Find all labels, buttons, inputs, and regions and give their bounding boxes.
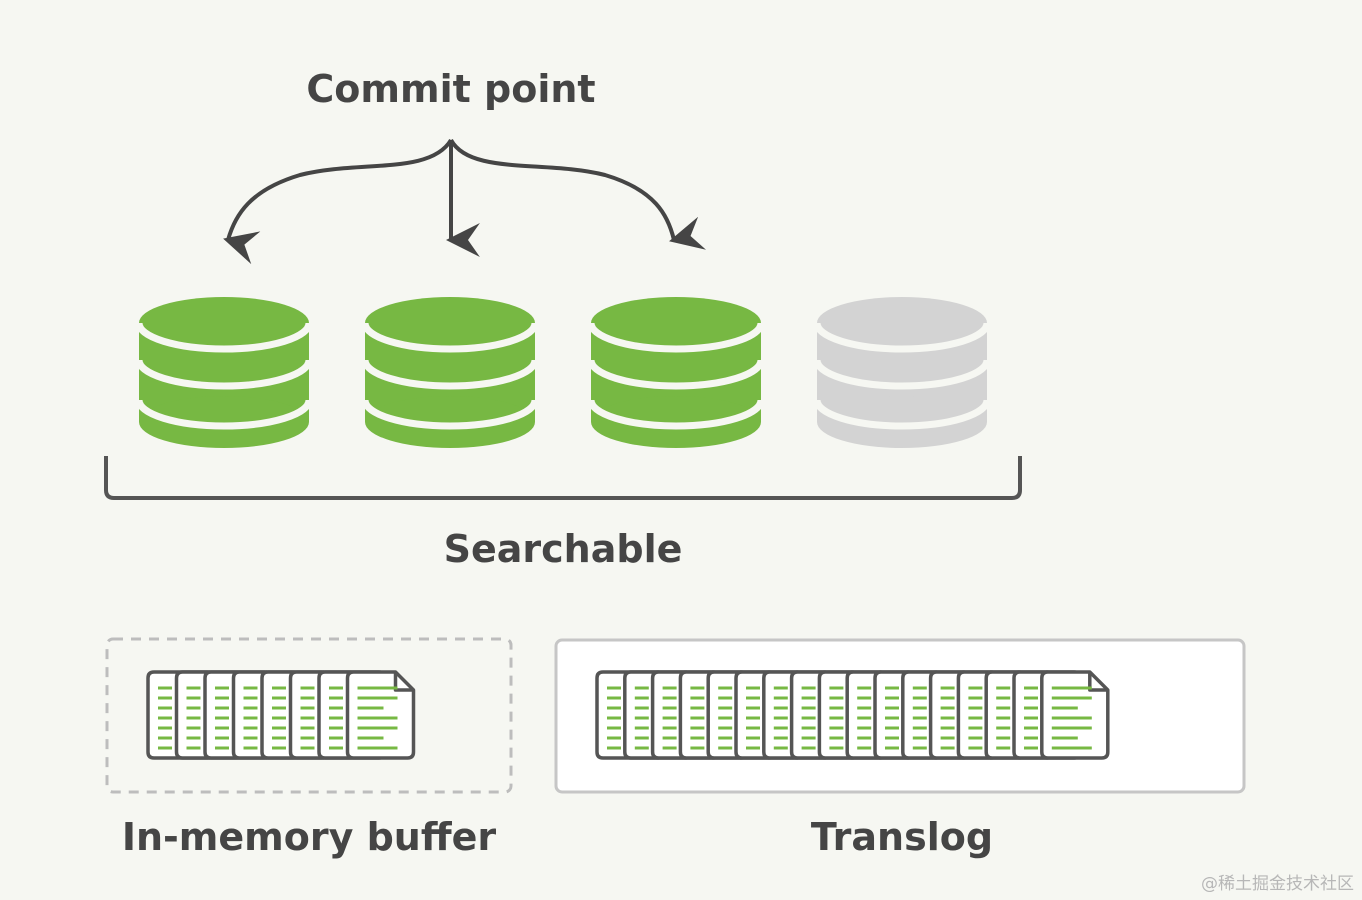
in-memory-buffer-label: In-memory buffer xyxy=(121,815,497,859)
buffer-document-8 xyxy=(345,670,416,760)
in-memory-buffer-box xyxy=(105,637,513,794)
translog-label: Translog xyxy=(810,815,994,859)
segment-2 xyxy=(361,297,539,448)
searchable-label: Searchable xyxy=(443,527,683,571)
segments-group xyxy=(135,297,991,448)
segment-1 xyxy=(135,297,313,448)
commit-point-label: Commit point xyxy=(306,67,596,111)
segment-4 xyxy=(813,297,991,448)
buffer-documents xyxy=(146,670,416,760)
commit-arrows xyxy=(223,138,707,265)
arrow-to-segment-3 xyxy=(449,138,707,250)
arrow-to-segment-1 xyxy=(223,138,453,265)
translog-documents xyxy=(595,670,1110,760)
searchable-bracket xyxy=(104,456,1022,500)
segment-3 xyxy=(587,297,765,448)
translog-document-17 xyxy=(1040,670,1110,760)
watermark: @稀土掘金技术社区 xyxy=(1201,874,1354,894)
